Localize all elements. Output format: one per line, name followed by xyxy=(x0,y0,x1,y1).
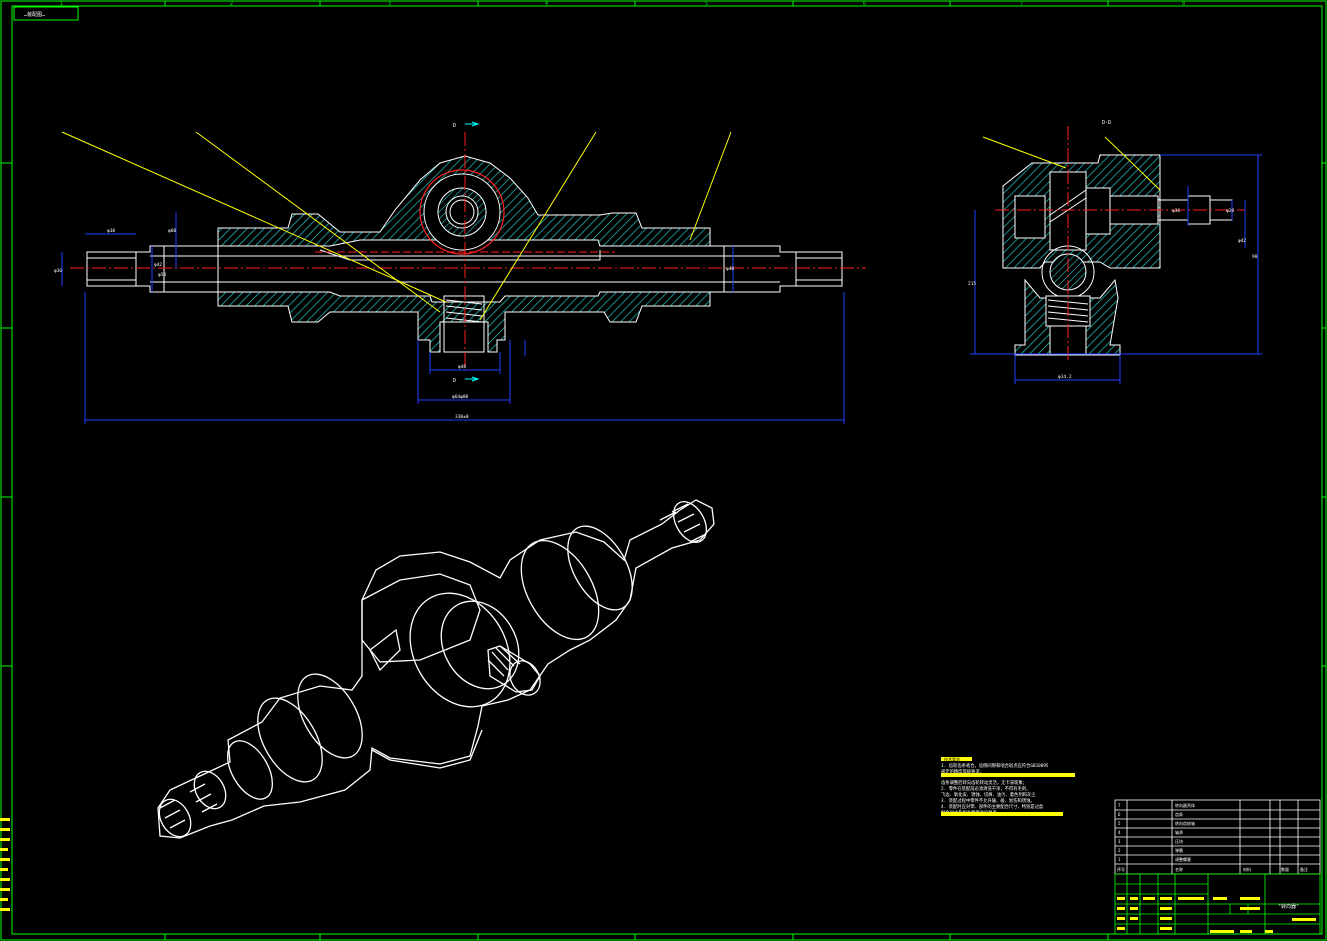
note-line: 3. 装配过程中零件不允许磕、碰、划伤和锈蚀。 xyxy=(941,797,1035,804)
zone-number: 6 xyxy=(863,1,866,7)
part-no: 2 xyxy=(1118,848,1121,853)
section-mark-bottom: D xyxy=(453,378,456,384)
part-name: 调整螺塞 xyxy=(1175,856,1191,862)
zone-number: 8 xyxy=(1182,1,1185,7)
dim-right-body: φ40 xyxy=(726,266,734,272)
part-name: 转向齿轮轴 xyxy=(1175,820,1195,826)
note-line: 规定的精度等级要求； xyxy=(941,768,984,775)
note-line: 飞边、氧化皮、锈蚀、切屑、油污、着色剂和灰尘 xyxy=(941,791,1036,798)
note-line: 4. 装配时应对零、部件的主要配合尺寸，特别是过盈 xyxy=(941,803,1044,810)
part-name: 齿条 xyxy=(1175,811,1183,817)
zone-number: 7 xyxy=(1020,1,1023,7)
parts-header-qty: 数量 xyxy=(1281,866,1289,872)
drawing-title: "转向器" xyxy=(1278,903,1299,910)
left-edge-marks xyxy=(0,818,10,911)
dim-left-inner: φ42 xyxy=(154,262,162,268)
parts-header-material: 材料 xyxy=(1243,866,1251,872)
dim-body-height: φ58 xyxy=(158,272,166,278)
part-no: 3 xyxy=(1118,839,1121,844)
dim-overall: 330±0 xyxy=(455,414,469,420)
note-line: 齿条调整后转向齿轮转动灵活，无卡滞现象； xyxy=(941,779,1027,786)
zone-number: 4 xyxy=(545,1,548,7)
section-label-dd: D-D xyxy=(1102,120,1111,126)
side-section-view: D-D xyxy=(968,120,1262,384)
dim-height-total: 215 xyxy=(968,281,976,287)
note-line: 2. 零件在装配前必须清洗干净，不得有毛刺、 xyxy=(941,785,1030,792)
parts-list xyxy=(1114,799,1321,875)
note-line: 1. 齿轮齿条啮合，齿侧间隙和啮合斑点应符合GB10095 xyxy=(941,762,1049,769)
dim-nut-outer: φ64φ80 xyxy=(452,394,469,400)
dim-center-height: φ60 xyxy=(168,228,176,234)
part-no: 6 xyxy=(1118,812,1121,817)
corner-label: …装配图… xyxy=(24,11,45,18)
part-name: 轴承 xyxy=(1175,829,1183,835)
part-no: 4 xyxy=(1118,830,1121,835)
part-no: 7 xyxy=(1118,803,1121,808)
zone-number: 5 xyxy=(705,1,708,7)
parts-header-note: 备注 xyxy=(1300,866,1308,872)
zone-number: 3 xyxy=(388,1,391,7)
dim-right-d: φ20 xyxy=(1226,208,1234,214)
parts-header-no: 序号 xyxy=(1117,866,1125,872)
front-section-view: D D 330±0 φ30 φ36 xyxy=(54,121,866,424)
parts-header-name: 名称 xyxy=(1175,866,1183,872)
dim-left-shaft: φ30 xyxy=(107,228,115,234)
zone-number: 2 xyxy=(230,1,233,7)
part-name: 压块 xyxy=(1175,838,1183,844)
part-name: 弹簧 xyxy=(1175,847,1183,853)
isometric-view xyxy=(157,499,715,839)
section-mark-top: D xyxy=(453,123,456,129)
dim-bottom-width: φ14.2 xyxy=(1058,374,1072,380)
dim-right-b: φ42 xyxy=(1238,238,1246,244)
title-block: "转向器" xyxy=(1114,873,1321,935)
part-no: 5 xyxy=(1118,821,1121,826)
technical-notes: 技术要求 1. 齿轮齿条啮合，齿侧间隙和啮合斑点应符合GB10095 规定的精度… xyxy=(941,756,1075,816)
dim-right-c: 90 xyxy=(1252,254,1258,260)
dim-left-height: φ36 xyxy=(54,268,62,274)
zone-number: 1 xyxy=(60,1,63,7)
notes-header: 技术要求 xyxy=(944,756,960,762)
dim-right-a: φ36 xyxy=(1172,208,1180,214)
part-name: 转向器壳体 xyxy=(1175,802,1195,808)
dim-nut-inner: φ48 xyxy=(458,364,466,370)
part-no: 1 xyxy=(1118,857,1121,862)
